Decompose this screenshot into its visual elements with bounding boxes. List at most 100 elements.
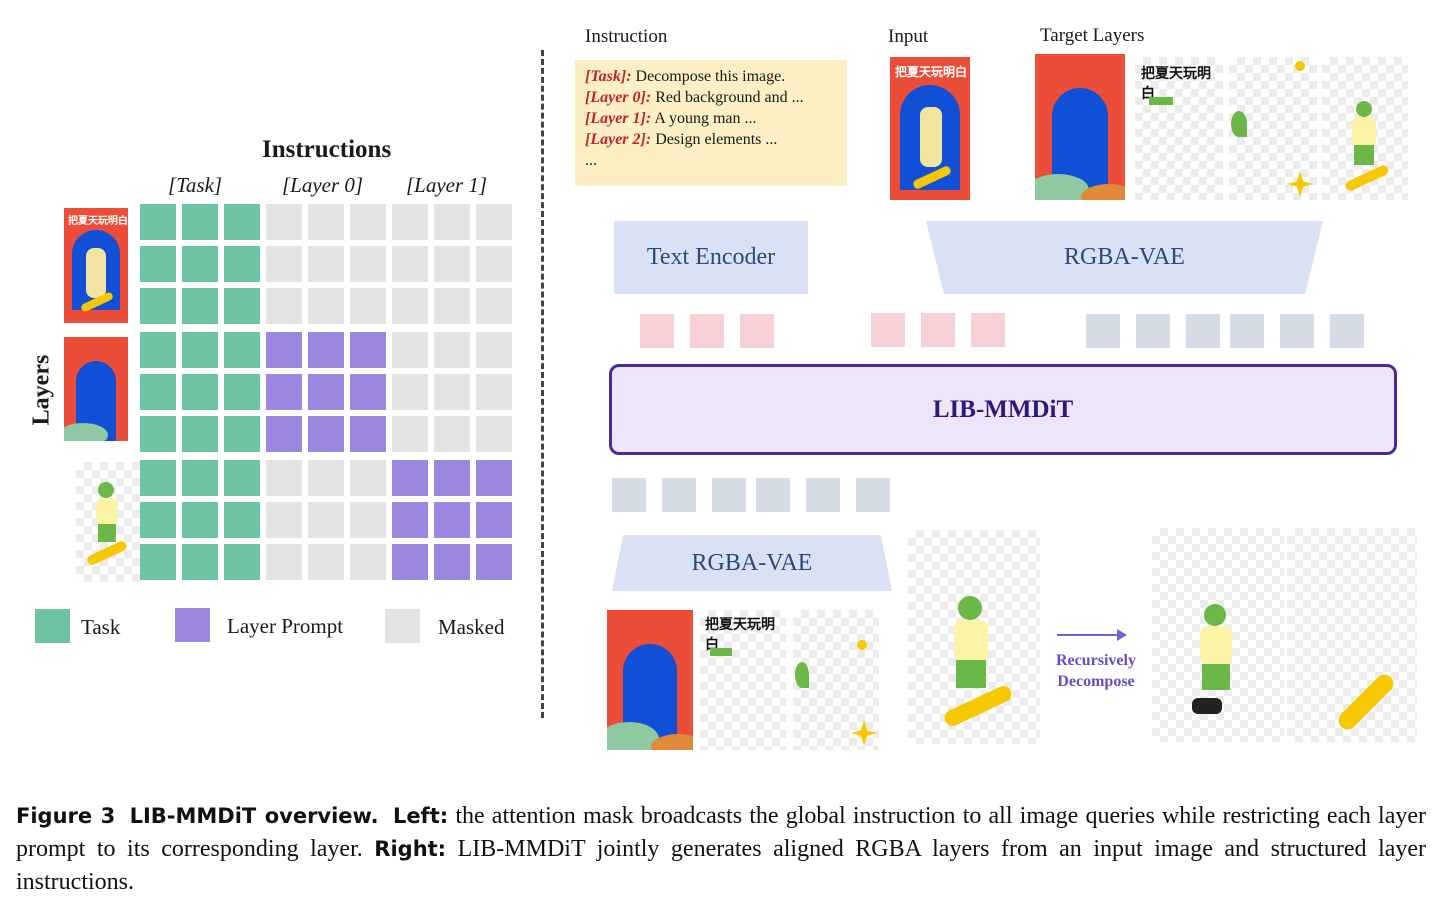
col-label-layer1: [Layer 1] bbox=[406, 173, 488, 197]
figure-caption: Figure 3 LIB-MMDiT overview. Left: the a… bbox=[16, 800, 1426, 899]
thumb-figure bbox=[76, 462, 140, 582]
mask-cell-masked bbox=[350, 288, 386, 324]
mask-cell-masked bbox=[392, 204, 428, 240]
mask-cell-layer-prompt bbox=[266, 332, 302, 368]
mask-cell-masked bbox=[266, 204, 302, 240]
mask-cell-layer-prompt bbox=[392, 502, 428, 538]
mask-cell-task bbox=[182, 416, 218, 452]
thumb-poster-title: 把夏天玩明白 bbox=[68, 216, 128, 227]
mask-cell-layer-prompt bbox=[350, 416, 386, 452]
image-token bbox=[1280, 314, 1314, 348]
mask-cell-layer-prompt bbox=[308, 374, 344, 410]
mask-cell-task bbox=[140, 416, 176, 452]
mask-cell-masked bbox=[392, 288, 428, 324]
mask-cell-masked bbox=[392, 246, 428, 282]
mask-cell-layer-prompt bbox=[350, 332, 386, 368]
mask-cell-task bbox=[182, 204, 218, 240]
mask-cell-layer-prompt bbox=[350, 374, 386, 410]
attention-mask-grid bbox=[140, 204, 512, 580]
lib-mmdit-box: LIB-MMDiT bbox=[609, 364, 1397, 455]
mask-cell-masked bbox=[266, 544, 302, 580]
mask-cell-task bbox=[140, 460, 176, 496]
instruction-tag: [Layer 0]: bbox=[585, 89, 652, 106]
recursive-output-skateboard bbox=[1287, 528, 1417, 742]
legend-masked-label: Masked bbox=[438, 615, 505, 639]
rgba-vae-decoder-box bbox=[612, 535, 892, 591]
input-label: Input bbox=[888, 26, 929, 47]
mask-cell-task bbox=[224, 544, 260, 580]
recursive-arrow bbox=[1057, 634, 1119, 636]
target-layers-label: Target Layers bbox=[1040, 25, 1145, 46]
mask-cell-task bbox=[182, 544, 218, 580]
mask-cell-task bbox=[224, 246, 260, 282]
mask-cell-task bbox=[224, 204, 260, 240]
mask-cell-layer-prompt bbox=[266, 416, 302, 452]
image-token bbox=[1330, 314, 1364, 348]
mask-cell-task bbox=[182, 374, 218, 410]
col-label-layer0: [Layer 0] bbox=[282, 173, 364, 197]
mask-cell-masked bbox=[434, 204, 470, 240]
mask-cell-masked bbox=[392, 374, 428, 410]
panel-divider bbox=[541, 50, 544, 718]
thumb-background bbox=[64, 337, 128, 441]
output-token bbox=[756, 478, 790, 512]
mask-cell-masked bbox=[476, 374, 512, 410]
mask-cell-masked bbox=[350, 460, 386, 496]
instruction-box: [Task]: Decompose this image. [Layer 0]:… bbox=[575, 60, 847, 186]
text-token bbox=[871, 313, 905, 347]
mask-cell-masked bbox=[266, 502, 302, 538]
caption-right-label: Right: bbox=[374, 837, 447, 861]
mask-cell-masked bbox=[476, 204, 512, 240]
mask-cell-task bbox=[182, 288, 218, 324]
mask-cell-task bbox=[224, 502, 260, 538]
mask-cell-masked bbox=[392, 416, 428, 452]
mask-cell-layer-prompt bbox=[434, 502, 470, 538]
image-token bbox=[1230, 314, 1264, 348]
recursive-arrow-head bbox=[1117, 629, 1127, 641]
mask-cell-masked bbox=[350, 544, 386, 580]
output-token bbox=[806, 478, 840, 512]
mask-cell-task bbox=[140, 246, 176, 282]
mask-cell-task bbox=[224, 374, 260, 410]
mask-cell-task bbox=[140, 544, 176, 580]
mask-cell-layer-prompt bbox=[476, 460, 512, 496]
text-token bbox=[740, 314, 774, 348]
caption-figure-number: Figure 3 bbox=[16, 804, 116, 828]
mask-cell-masked bbox=[266, 246, 302, 282]
mask-cell-masked bbox=[434, 288, 470, 324]
mask-cell-layer-prompt bbox=[476, 502, 512, 538]
target-layer-text: 把夏天玩明白 bbox=[1135, 57, 1223, 200]
input-image: 把夏天玩明白 bbox=[890, 57, 970, 200]
mask-cell-masked bbox=[308, 246, 344, 282]
mask-cell-masked bbox=[350, 502, 386, 538]
recursive-label: Recursively Decompose bbox=[1056, 652, 1136, 690]
mask-cell-task bbox=[140, 288, 176, 324]
instruction-label: Instruction bbox=[585, 26, 668, 47]
mask-cell-masked bbox=[350, 246, 386, 282]
mask-cell-task bbox=[140, 332, 176, 368]
mask-cell-task bbox=[182, 246, 218, 282]
instruction-text: Decompose this image. bbox=[635, 68, 786, 85]
output-token bbox=[662, 478, 696, 512]
mask-cell-masked bbox=[308, 204, 344, 240]
mask-cell-masked bbox=[476, 288, 512, 324]
caption-title: LIB-MMDiT overview. bbox=[129, 804, 379, 828]
instruction-text: A young man ... bbox=[654, 110, 757, 127]
output-token bbox=[612, 478, 646, 512]
input-poster-title: 把夏天玩明白 bbox=[895, 65, 968, 79]
text-token bbox=[921, 313, 955, 347]
mask-cell-task bbox=[140, 502, 176, 538]
rgba-vae-decoder-label: RGBA-VAE bbox=[691, 550, 813, 576]
instruction-line-layer2: [Layer 2]: Design elements ... bbox=[585, 129, 837, 150]
col-label-task: [Task] bbox=[168, 173, 223, 197]
recursive-output-figure bbox=[1152, 528, 1284, 742]
mask-cell-task bbox=[140, 374, 176, 410]
mask-cell-task bbox=[182, 332, 218, 368]
text-encoder-label: Text Encoder bbox=[646, 244, 776, 270]
row-axis-label: Layers bbox=[28, 354, 55, 426]
mask-cell-task bbox=[224, 460, 260, 496]
mask-cell-layer-prompt bbox=[392, 460, 428, 496]
legend-layer-prompt-swatch bbox=[175, 608, 210, 642]
rgba-vae-encoder-label: RGBA-VAE bbox=[1064, 244, 1185, 270]
mask-cell-layer-prompt bbox=[392, 544, 428, 580]
